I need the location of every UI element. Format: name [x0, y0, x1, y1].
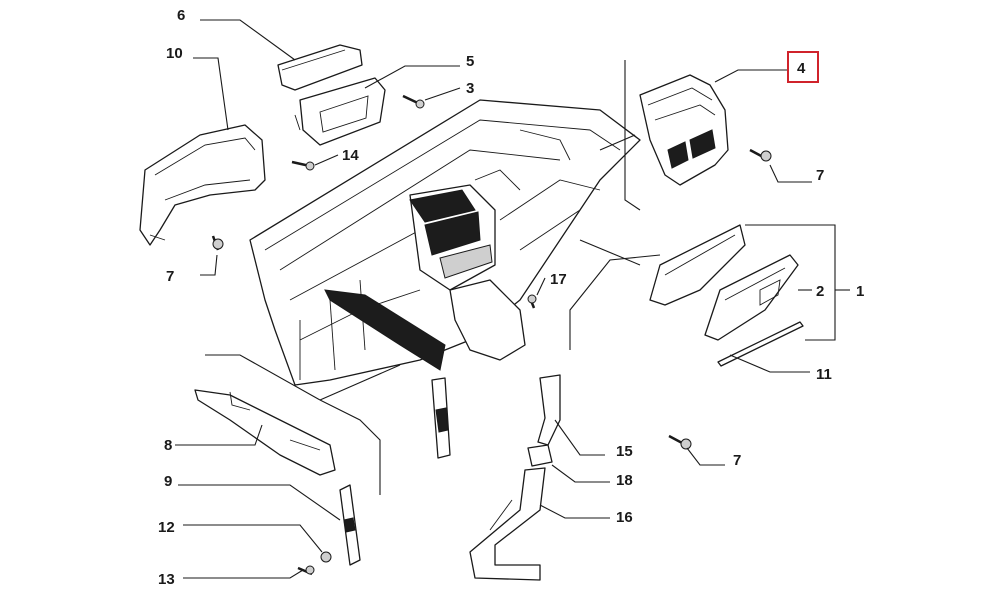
- part-10-cluster-housing: [139, 124, 266, 246]
- callout-1: 1: [856, 283, 864, 300]
- highlight-box-4: [787, 51, 819, 83]
- screw-7b: [749, 148, 772, 162]
- callout-4: 4: [797, 60, 806, 77]
- screw-14: [291, 160, 315, 171]
- callout-8: 8: [164, 437, 172, 454]
- callout-15: 15: [616, 443, 633, 460]
- callout-2: 2: [816, 283, 824, 300]
- callout-5: 5: [466, 53, 474, 70]
- dashboard-body: [249, 99, 641, 386]
- screw-7c: [668, 434, 692, 450]
- part-4-vent-panel: [639, 74, 729, 186]
- callout-10: 10: [166, 45, 183, 62]
- callout-11: 11: [816, 366, 832, 383]
- part-9-bracket: [339, 484, 361, 566]
- part-5-surround: [294, 77, 386, 146]
- screw-7a: [211, 235, 224, 251]
- fasteners: [211, 94, 772, 576]
- callout-18: 18: [616, 472, 633, 489]
- callout-13: 13: [158, 571, 175, 588]
- part-8-side-trim: [194, 389, 336, 476]
- callout-3: 3: [466, 80, 474, 97]
- callout-16: 16: [616, 509, 633, 526]
- callout-labels: 6 10 5 3 14 4 7 7 17 2 1 11 8 15 7 9 18 …: [158, 7, 864, 588]
- part-11-seal-strip: [717, 321, 804, 367]
- part-15-16-18-duct: [469, 374, 561, 581]
- leader-lines: [175, 19, 850, 579]
- part-6-cover: [277, 44, 363, 91]
- callout-17: 17: [550, 271, 567, 288]
- nut-12: [320, 551, 332, 563]
- screw-13: [297, 565, 315, 576]
- screw-17: [527, 294, 537, 309]
- part-glovebox-assembly: [649, 224, 799, 341]
- callout-7a: 7: [166, 268, 174, 285]
- part-center-bracket: [431, 377, 451, 459]
- callout-7b: 7: [816, 167, 824, 184]
- callout-9: 9: [164, 473, 172, 490]
- callout-12: 12: [158, 519, 175, 536]
- callout-6: 6: [177, 7, 185, 24]
- callout-7c: 7: [733, 452, 741, 469]
- screw-3: [402, 94, 425, 109]
- callout-14: 14: [342, 147, 359, 164]
